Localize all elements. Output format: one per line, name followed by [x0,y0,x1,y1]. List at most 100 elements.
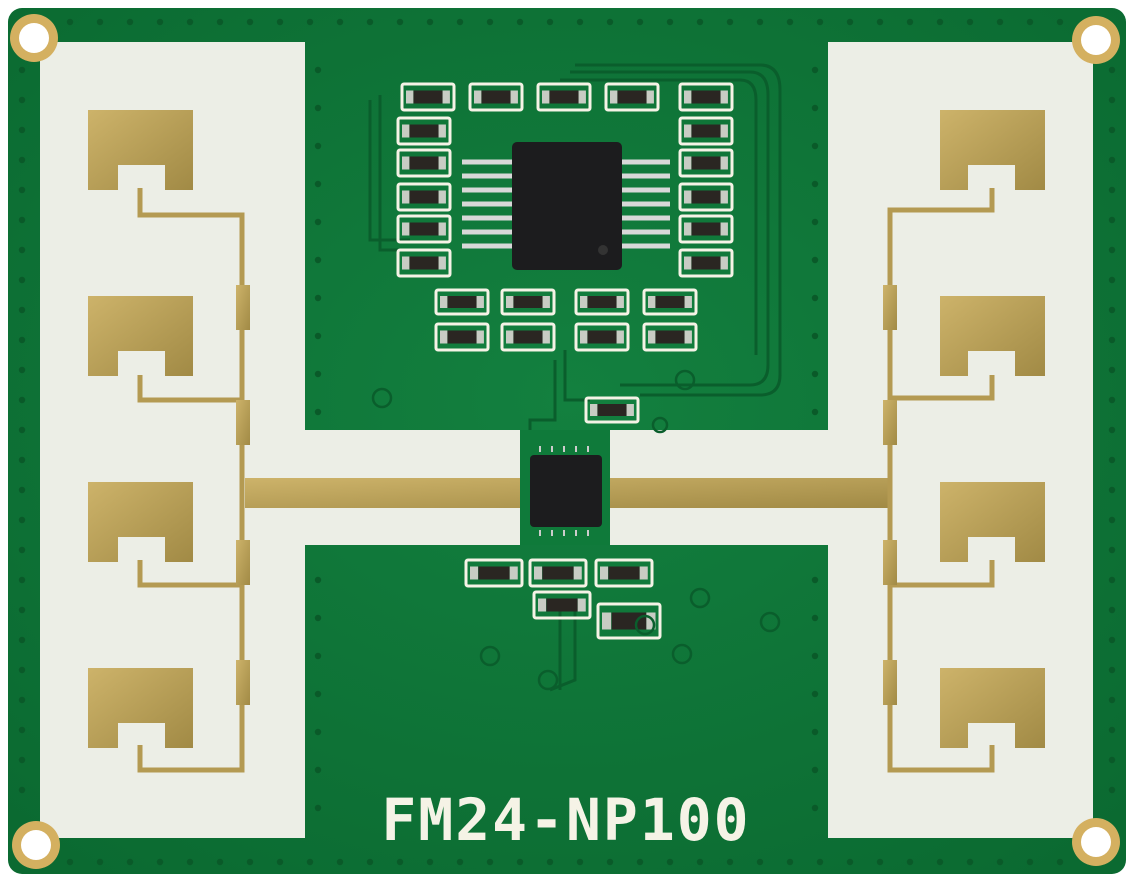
smd-component-icon [396,182,452,212]
test-points [371,369,781,691]
via-icon [314,294,322,302]
via-icon [811,142,819,150]
via-icon [1108,426,1116,434]
right-feed-network [887,188,995,773]
via-icon [18,396,26,404]
via-icon [18,756,26,764]
via-icon [1108,696,1116,704]
via-icon [1108,786,1116,794]
smd-component-icon [642,322,698,352]
via-icon [156,858,164,866]
patch-antenna-icon [88,668,193,748]
smd-component-icon [500,288,556,316]
antenna-substrate [40,42,1093,838]
via-icon [314,142,322,150]
via-icon [18,156,26,164]
via-icon [756,18,764,26]
smd-component-icon [678,148,734,178]
via-icon [1108,156,1116,164]
via-icon [486,18,494,26]
via-icon [314,652,322,660]
via-icon [811,690,819,698]
via-icon [1026,18,1034,26]
via-icon [606,858,614,866]
mounting-hole-icon [1072,16,1120,64]
via-icon [18,366,26,374]
via-icon [18,276,26,284]
patch-antenna-icon [88,110,193,190]
via-icon [1108,306,1116,314]
via-icon [811,728,819,736]
via-icon [276,18,284,26]
via-icon [516,18,524,26]
via-icon [1108,186,1116,194]
via-icon [811,614,819,622]
via-icon [966,858,974,866]
via-icon [876,858,884,866]
via-icon [1108,576,1116,584]
via-icon [906,858,914,866]
via-icon [314,728,322,736]
via-icon [1108,66,1116,74]
via-icon [18,456,26,464]
main-ic-chip-icon [462,142,670,270]
via-icon [314,804,322,812]
mounting-hole-icon [1072,818,1120,866]
smd-component-icon [434,322,490,352]
via-icon [426,858,434,866]
left-feed-network [137,188,245,773]
patch-antenna-icon [88,296,193,376]
via-icon [786,18,794,26]
via-icon [696,18,704,26]
via-icon [1108,216,1116,224]
smd-component-icon [584,396,640,424]
smd-component-icon [594,558,654,588]
via-icon [516,858,524,866]
via-icon [996,858,1004,866]
via-icon [314,66,322,74]
via-icon [811,218,819,226]
via-icon [18,426,26,434]
via-icon [336,18,344,26]
via-icon [666,858,674,866]
smd-component-icon [464,558,524,588]
patch-antennas-right [940,110,1045,748]
via-icon [811,370,819,378]
patch-antenna-icon [88,482,193,562]
via-icon [816,18,824,26]
via-icon [18,66,26,74]
via-icon [314,104,322,112]
via-icon [314,614,322,622]
mounting-hole-icon [10,14,58,62]
via-icon [906,18,914,26]
via-icon [456,858,464,866]
via-icon [786,858,794,866]
patch-antennas-left [88,110,193,748]
via-icon [1108,246,1116,254]
via-icon [1108,456,1116,464]
via-icon [314,180,322,188]
via-icon [18,696,26,704]
via-icon [576,858,584,866]
smd-component-icon [434,288,490,316]
via-icon [366,18,374,26]
smd-component-icon [400,82,456,112]
via-icon [811,332,819,340]
via-icon [966,18,974,26]
via-icon [216,18,224,26]
via-icon [246,18,254,26]
via-icon [1108,486,1116,494]
via-icon [696,858,704,866]
via-icon [1108,126,1116,134]
smd-component-icon [468,82,524,112]
via-icon [18,336,26,344]
mounting-holes [10,14,1120,869]
via-icon [1108,726,1116,734]
via-icon [996,18,1004,26]
via-icon [756,858,764,866]
via-icon [606,18,614,26]
via-icon [546,858,554,866]
patch-antenna-icon [940,482,1045,562]
via-icon [1108,276,1116,284]
via-icon [126,858,134,866]
